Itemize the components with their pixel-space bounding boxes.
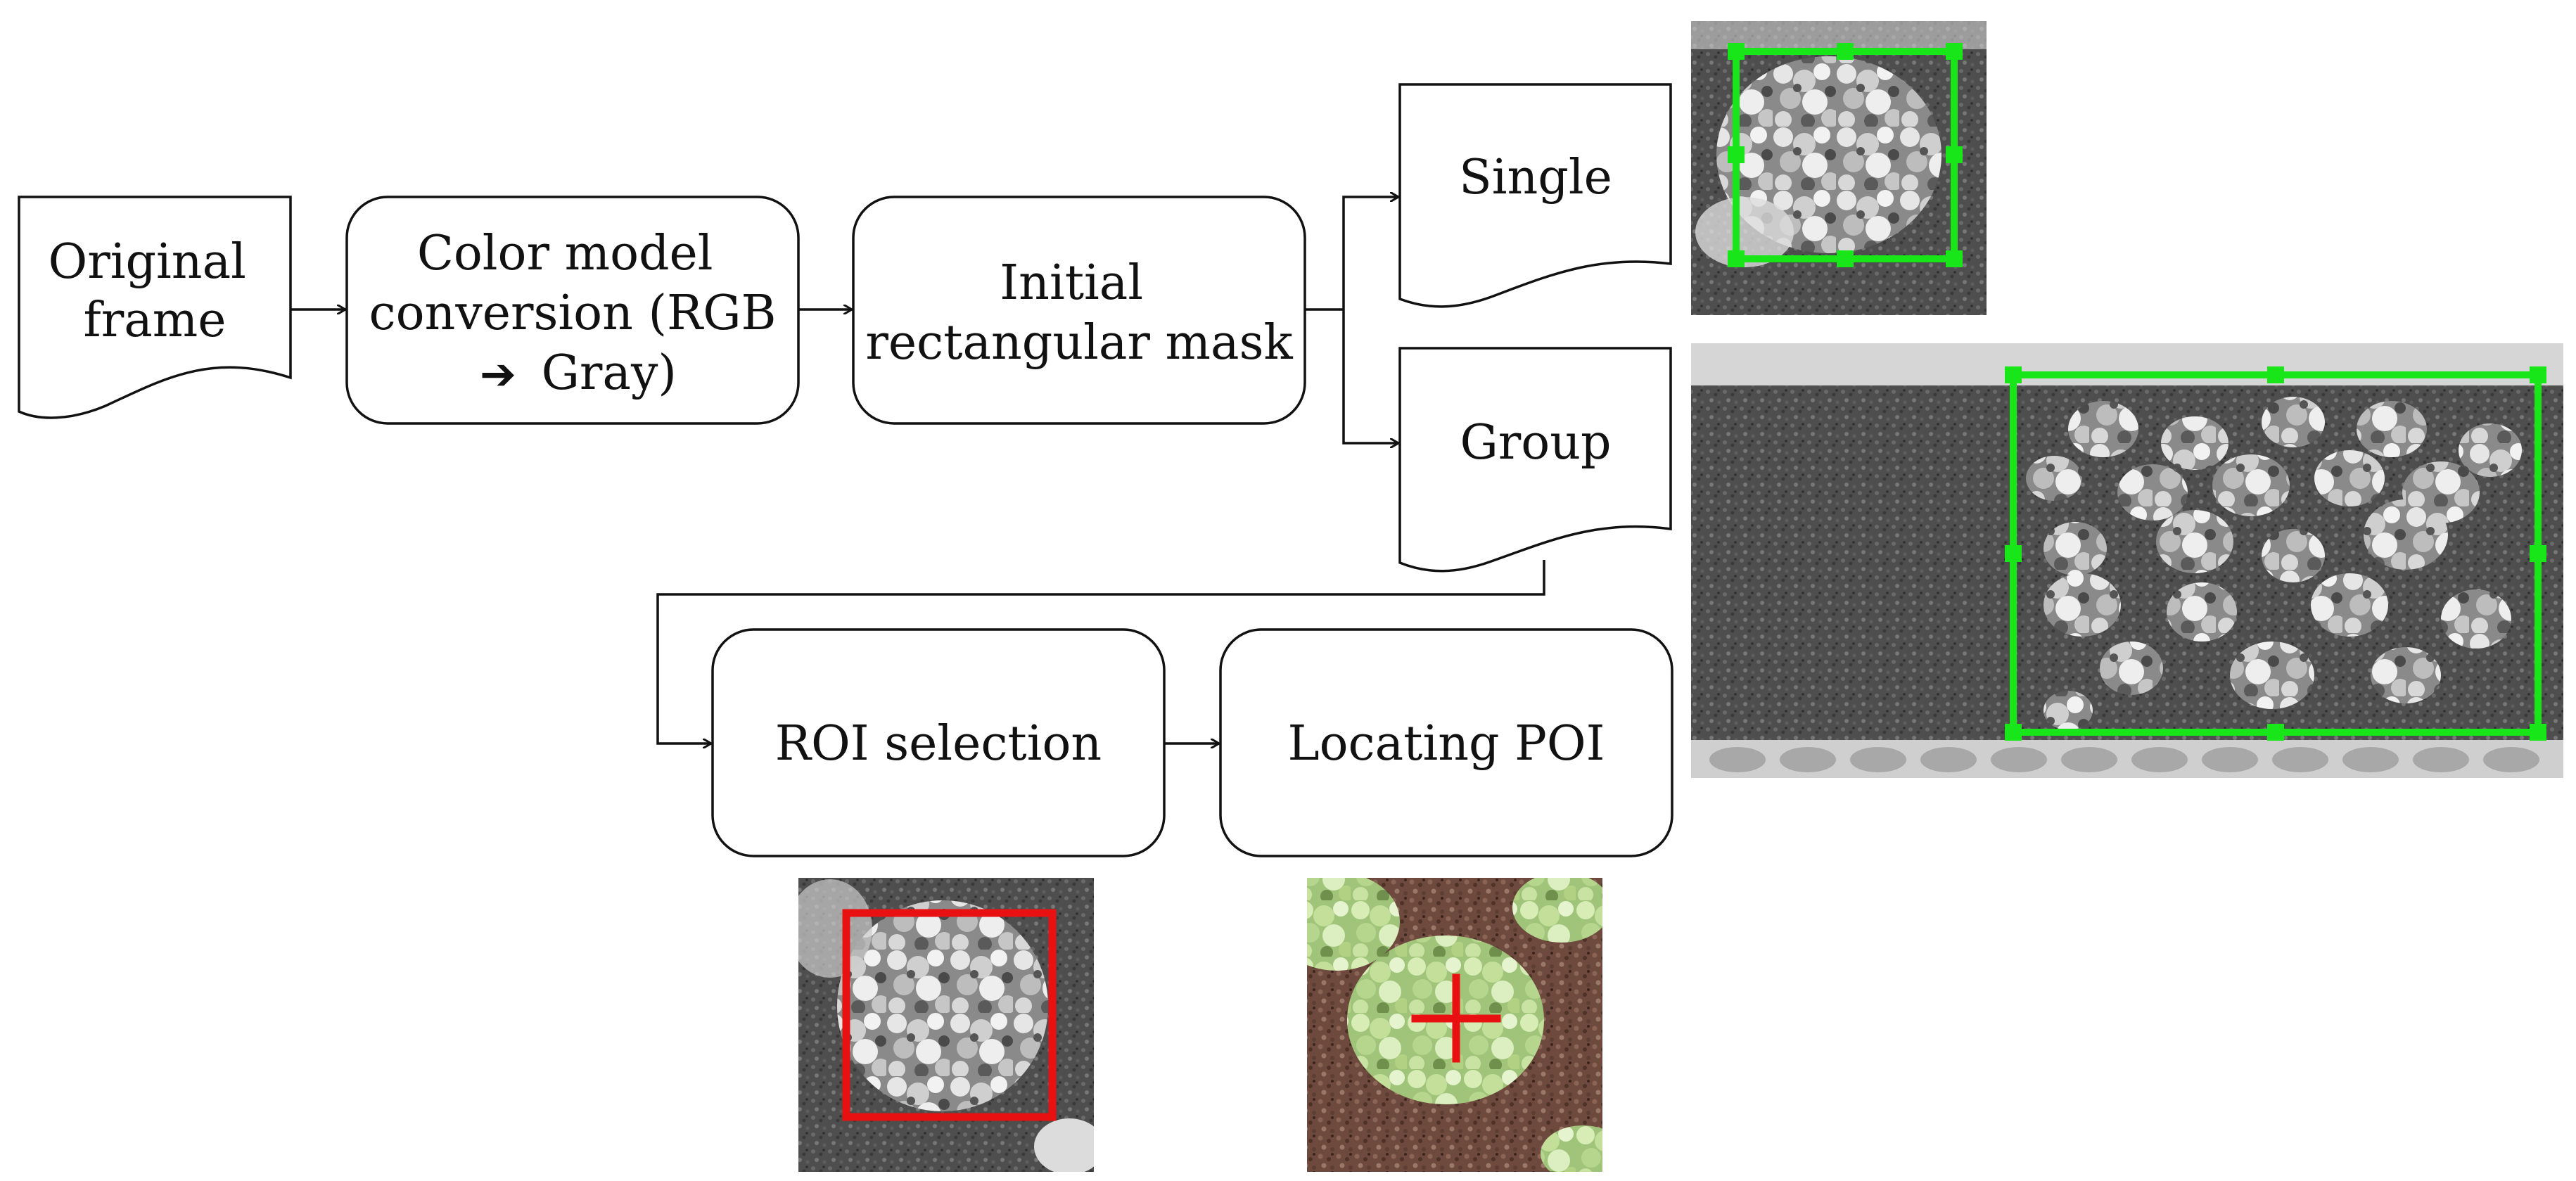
group-label: Group [1460, 415, 1611, 471]
group-mask-rect [2005, 366, 2546, 741]
initial-mask-line-1: Initial [1000, 255, 1143, 311]
color-conversion-line-2: conversion (RGB [369, 286, 777, 341]
color-conversion-line-3: Gray) [542, 345, 677, 401]
roi-red-rect [842, 909, 1057, 1121]
node-roi-selection: ROI selection [711, 628, 1166, 857]
roi-selection-label: ROI selection [775, 716, 1102, 772]
node-locating-poi: Locating POI [1219, 628, 1673, 857]
svg-text:➔ Gray): ➔ Gray) [480, 345, 677, 401]
node-original-frame: Original frame [18, 196, 292, 419]
connectors [291, 197, 1545, 743]
poi-thumbnail-image [1307, 878, 1602, 1172]
svg-text:Original frame: Original frame [49, 234, 262, 348]
svg-text:Initial rectangular mask: Initial rectangular mask [865, 255, 1293, 371]
roi-thumbnail-image [798, 878, 1094, 1172]
single-label: Single [1459, 150, 1612, 205]
node-initial-mask: Initial rectangular mask [852, 196, 1306, 425]
arrow-group-to-roi [656, 560, 1545, 743]
node-group: Group [1398, 347, 1672, 573]
arrow-glyph-icon: ➔ [480, 348, 516, 400]
svg-text:Color model conversion (: Color model conversion (RGB [369, 226, 777, 341]
locating-poi-label: Locating POI [1287, 716, 1605, 772]
arrow-branch-to-single [1342, 197, 1398, 309]
group-thumbnail-image [1691, 343, 2563, 778]
node-color-conversion: Color model conversion (RGB ➔ Gray) [345, 196, 800, 425]
original-frame-line-1: Original [49, 234, 246, 290]
color-conversion-line-1: Color model [417, 226, 713, 281]
single-thumbnail-image [1691, 21, 1987, 315]
node-single: Single [1398, 83, 1672, 308]
original-frame-line-2: frame [84, 293, 227, 348]
poi-cross-icon [1411, 973, 1501, 1063]
single-mask-rect [1728, 43, 1963, 267]
arrow-branch-to-group [1342, 309, 1398, 443]
initial-mask-line-2: rectangular mask [865, 315, 1293, 371]
